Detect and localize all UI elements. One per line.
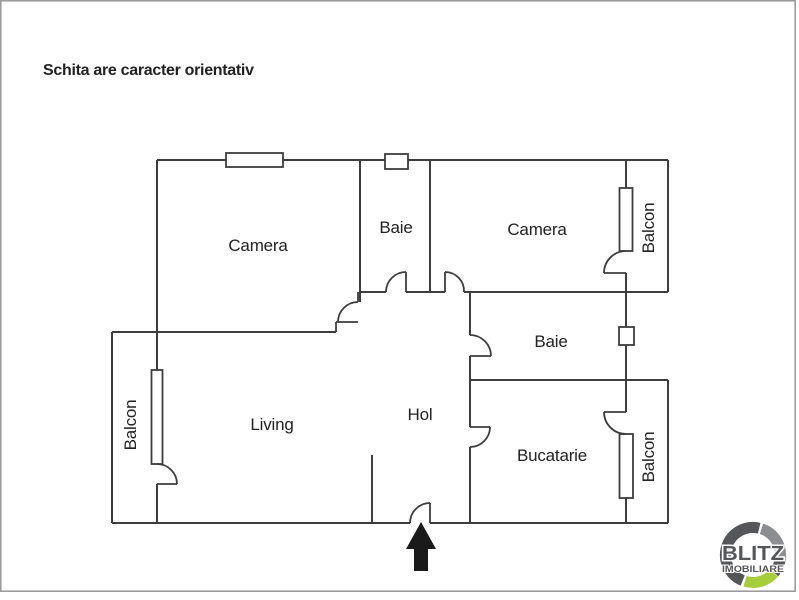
window-baie-right <box>618 326 635 346</box>
room-label-camera-right: Camera <box>507 220 567 239</box>
room-label-balcon-top-right: Balcon <box>639 203 658 254</box>
brand-logo: BLITZ IMOBILIARE <box>720 522 786 588</box>
room-label-balcon-left: Balcon <box>121 400 140 451</box>
disclaimer-text: Schita are caracter orientativ <box>43 62 254 79</box>
door-balcon-top-right <box>603 250 627 274</box>
door-baie-top <box>385 271 407 293</box>
room-label-living: Living <box>250 415 293 434</box>
entrance-arrow-icon <box>406 522 436 571</box>
logo-subtitle-text: IMOBILIARE <box>722 564 784 574</box>
logo-inner-disc <box>731 533 775 577</box>
room-label-baie-right: Baie <box>534 332 567 351</box>
logo-ring-segment-dark-right <box>769 556 786 577</box>
room-label-camera-left: Camera <box>228 236 288 255</box>
door-bucatarie <box>469 426 491 448</box>
doors-group <box>156 250 627 524</box>
door-camera-right <box>444 271 465 293</box>
door-balcon-left <box>156 463 178 485</box>
walls <box>111 159 669 524</box>
door-balcon-bottom-right <box>603 411 627 435</box>
logo-ring-segment-dark-main <box>720 522 761 586</box>
room-label-baie-top: Baie <box>379 218 412 237</box>
window-balcon-top-right <box>618 187 634 252</box>
logo-ring-segment-gray <box>759 523 786 558</box>
door-baie-right <box>469 334 492 357</box>
windows-group <box>150 152 635 499</box>
room-label-bucatarie: Bucatarie <box>517 446 587 465</box>
room-labels: Camera Baie Camera Balcon Baie Living Ho… <box>121 203 658 483</box>
window-balcon-bottom-right <box>618 433 634 499</box>
logo-ring-segment-green <box>743 569 778 588</box>
room-label-hol: Hol <box>408 405 433 424</box>
room-label-balcon-bottom-right: Balcon <box>639 432 658 483</box>
window-baie-top <box>384 153 409 170</box>
door-entrance <box>409 502 431 524</box>
logo-brand-text: BLITZ <box>722 543 784 565</box>
window-balcon-left <box>150 369 164 465</box>
door-camera-left <box>335 292 359 332</box>
window-camera-left <box>225 152 284 168</box>
